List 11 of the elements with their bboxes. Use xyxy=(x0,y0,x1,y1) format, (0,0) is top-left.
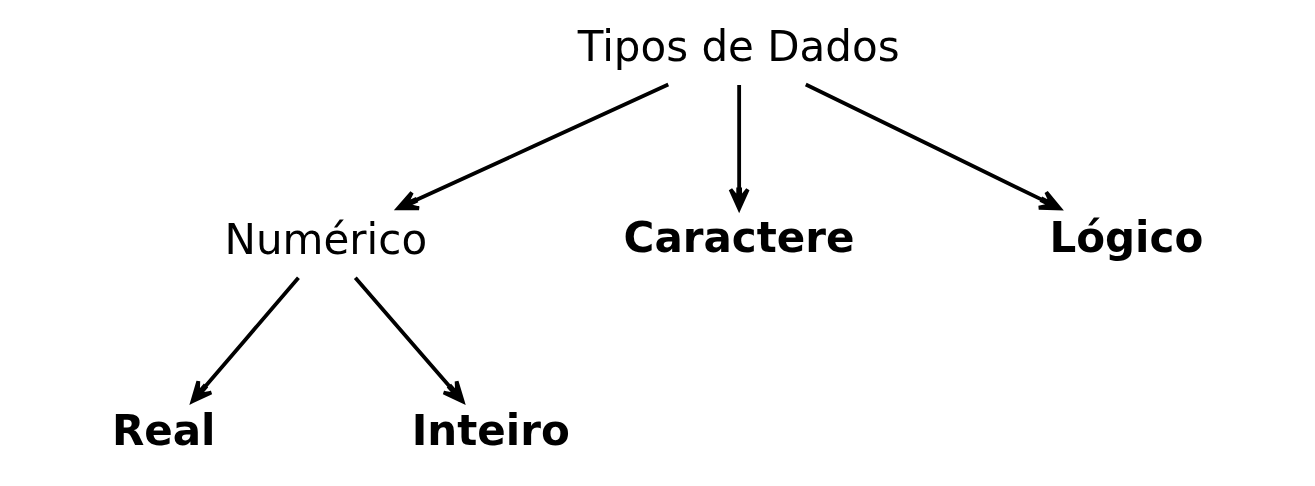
node-text: Caractere xyxy=(623,212,855,262)
node-text: Inteiro xyxy=(411,405,570,455)
node-text: Real xyxy=(111,405,215,455)
arrow xyxy=(395,82,669,211)
arrow xyxy=(728,85,750,211)
arrow xyxy=(804,82,1062,211)
node-text: Tipos de Dados xyxy=(577,21,900,71)
arrow xyxy=(353,276,465,404)
arrow xyxy=(189,276,300,404)
node-text: Numérico xyxy=(224,214,427,264)
node-text: Lógico xyxy=(1048,212,1203,262)
